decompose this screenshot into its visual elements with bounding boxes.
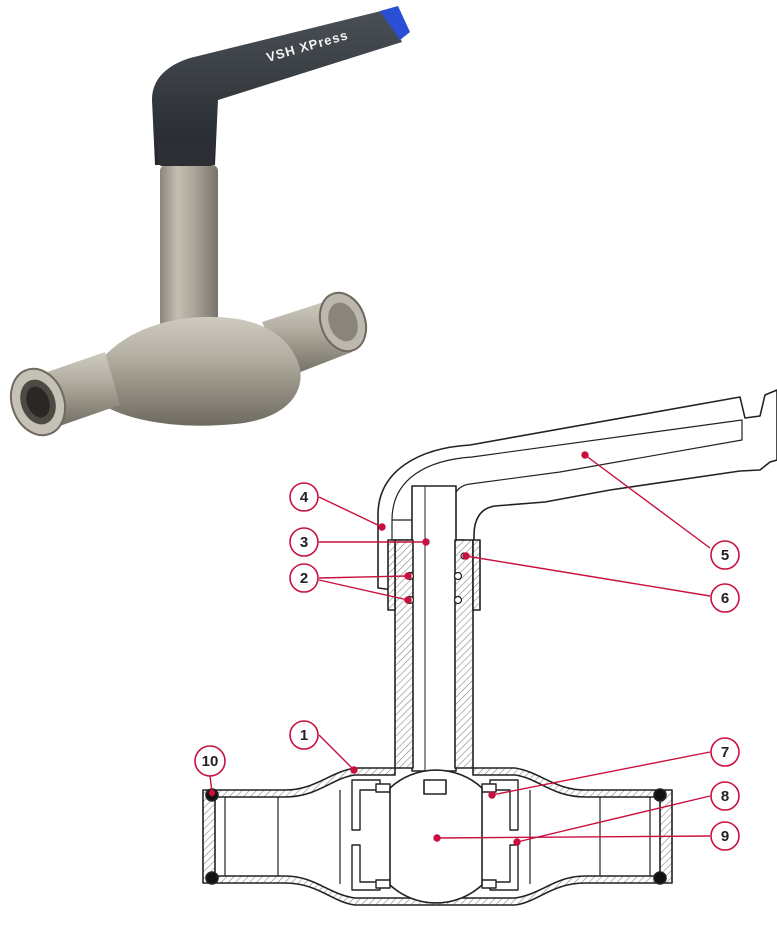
svg-text:5: 5 bbox=[721, 547, 729, 564]
callout-10: 10 bbox=[194, 745, 226, 777]
valve-photo: VSH XPress bbox=[9, 6, 410, 437]
valve-photo-handle bbox=[152, 6, 410, 166]
svg-text:4: 4 bbox=[300, 489, 309, 506]
callout-5: 5 bbox=[710, 540, 740, 570]
svg-text:2: 2 bbox=[300, 570, 308, 587]
callout-9: 9 bbox=[710, 821, 740, 851]
valve-photo-stem bbox=[160, 165, 218, 340]
callout-badges: 4 3 2 1 10 5 6 7 bbox=[194, 482, 740, 851]
valve-photo-body bbox=[95, 316, 301, 426]
callout-1: 1 bbox=[289, 720, 319, 750]
callout-7: 7 bbox=[710, 737, 740, 767]
callout-6: 6 bbox=[710, 583, 740, 613]
ball-seats bbox=[351, 779, 519, 891]
svg-text:3: 3 bbox=[300, 534, 308, 551]
callout-4: 4 bbox=[289, 482, 319, 512]
valve-photo-left-end bbox=[9, 352, 120, 437]
stem bbox=[411, 485, 457, 772]
leader-lines bbox=[208, 451, 711, 846]
svg-text:9: 9 bbox=[721, 828, 729, 845]
callout-3: 3 bbox=[289, 527, 319, 557]
svg-text:8: 8 bbox=[721, 788, 729, 805]
callout-2: 2 bbox=[289, 563, 319, 593]
svg-text:6: 6 bbox=[721, 590, 729, 607]
callout-8: 8 bbox=[710, 781, 740, 811]
svg-text:7: 7 bbox=[721, 744, 729, 761]
svg-text:10: 10 bbox=[202, 753, 219, 770]
svg-text:1: 1 bbox=[300, 727, 308, 744]
valve-cross-section bbox=[202, 389, 777, 906]
